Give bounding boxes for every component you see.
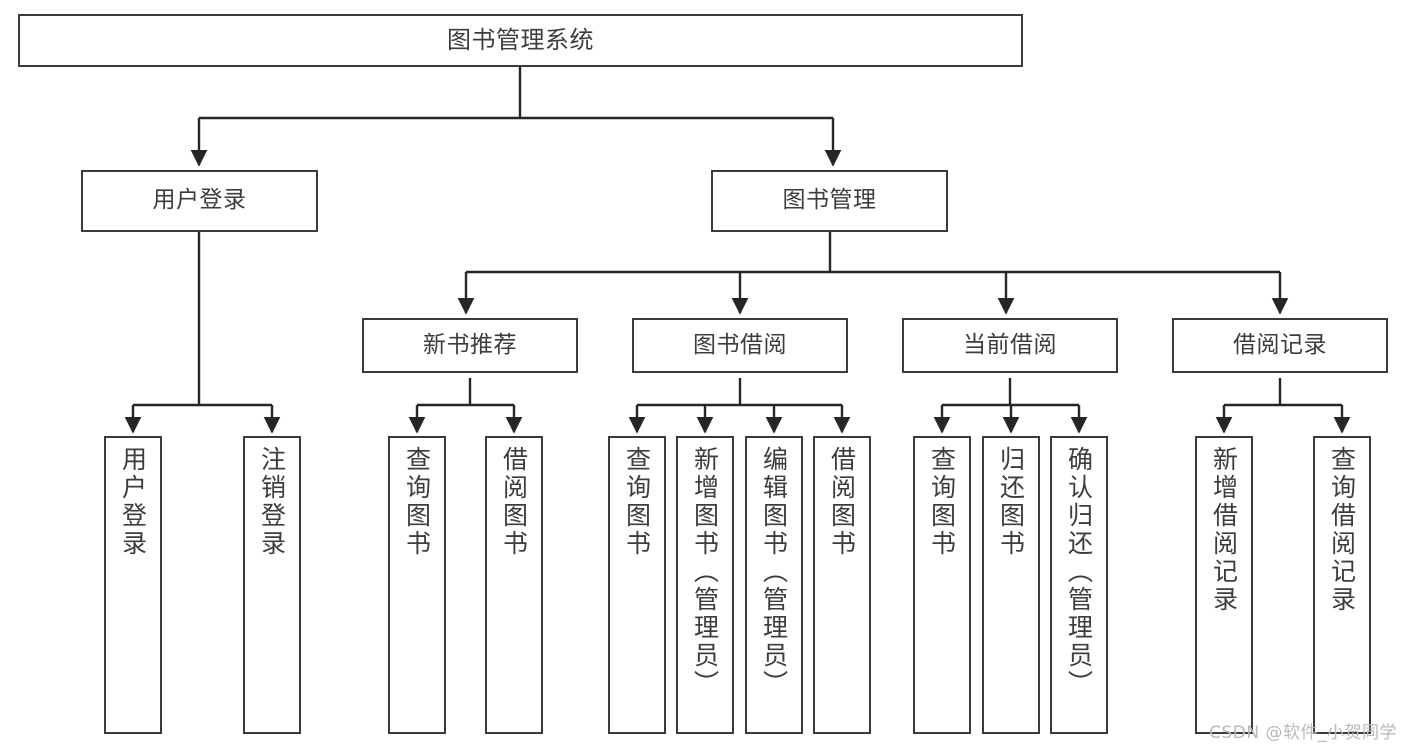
node-leaf-borrow-book-2-label: 借阅图书	[827, 446, 857, 558]
node-borrow-record-label: 借阅记录	[1233, 331, 1327, 358]
node-leaf-query-record-label: 查询借阅记录	[1327, 446, 1357, 614]
node-root-label: 图书管理系统	[447, 26, 594, 55]
node-leaf-edit-book[interactable]: 编辑图书（管理员）	[745, 436, 803, 734]
node-leaf-borrow-book-1[interactable]: 借阅图书	[485, 436, 543, 734]
node-leaf-query-book-2-label: 查询图书	[622, 446, 652, 558]
node-leaf-confirm-return[interactable]: 确认归还（管理员）	[1050, 436, 1108, 734]
node-current-borrow[interactable]: 当前借阅	[902, 318, 1118, 373]
node-leaf-add-book[interactable]: 新增图书（管理员）	[676, 436, 734, 734]
node-leaf-borrow-book-2[interactable]: 借阅图书	[813, 436, 871, 734]
node-current-borrow-label: 当前借阅	[963, 331, 1057, 358]
node-leaf-logout-label: 注销登录	[257, 446, 287, 558]
node-leaf-add-record[interactable]: 新增借阅记录	[1195, 436, 1253, 734]
node-leaf-query-book-3[interactable]: 查询图书	[913, 436, 971, 734]
node-leaf-return-book[interactable]: 归还图书	[982, 436, 1040, 734]
node-leaf-query-book-3-label: 查询图书	[927, 446, 957, 558]
node-new-book-recommend[interactable]: 新书推荐	[362, 318, 578, 373]
node-leaf-borrow-book-1-label: 借阅图书	[499, 446, 529, 558]
node-user-login[interactable]: 用户登录	[81, 170, 318, 232]
node-leaf-add-record-label: 新增借阅记录	[1209, 446, 1239, 614]
node-leaf-query-book-2[interactable]: 查询图书	[608, 436, 666, 734]
node-book-manage-label: 图书管理	[782, 187, 877, 214]
node-book-manage[interactable]: 图书管理	[711, 170, 948, 232]
node-leaf-confirm-return-label: 确认归还（管理员）	[1064, 446, 1094, 698]
node-leaf-edit-book-label: 编辑图书（管理员）	[759, 446, 789, 698]
node-leaf-logout[interactable]: 注销登录	[243, 436, 301, 734]
csdn-watermark: CSDN @软件_小贺同学	[1209, 723, 1397, 743]
node-user-login-label: 用户登录	[152, 187, 247, 214]
node-leaf-query-record[interactable]: 查询借阅记录	[1313, 436, 1371, 734]
node-book-borrow-label: 图书借阅	[693, 331, 787, 358]
node-leaf-add-book-label: 新增图书（管理员）	[690, 446, 720, 698]
node-borrow-record[interactable]: 借阅记录	[1172, 318, 1388, 373]
node-root[interactable]: 图书管理系统	[18, 14, 1023, 67]
node-book-borrow[interactable]: 图书借阅	[632, 318, 848, 373]
node-new-book-recommend-label: 新书推荐	[423, 331, 517, 358]
node-leaf-user-login[interactable]: 用户登录	[104, 436, 162, 734]
node-leaf-user-login-label: 用户登录	[118, 446, 148, 558]
node-leaf-query-book-1[interactable]: 查询图书	[388, 436, 446, 734]
node-leaf-query-book-1-label: 查询图书	[402, 446, 432, 558]
node-leaf-return-book-label: 归还图书	[996, 446, 1026, 558]
